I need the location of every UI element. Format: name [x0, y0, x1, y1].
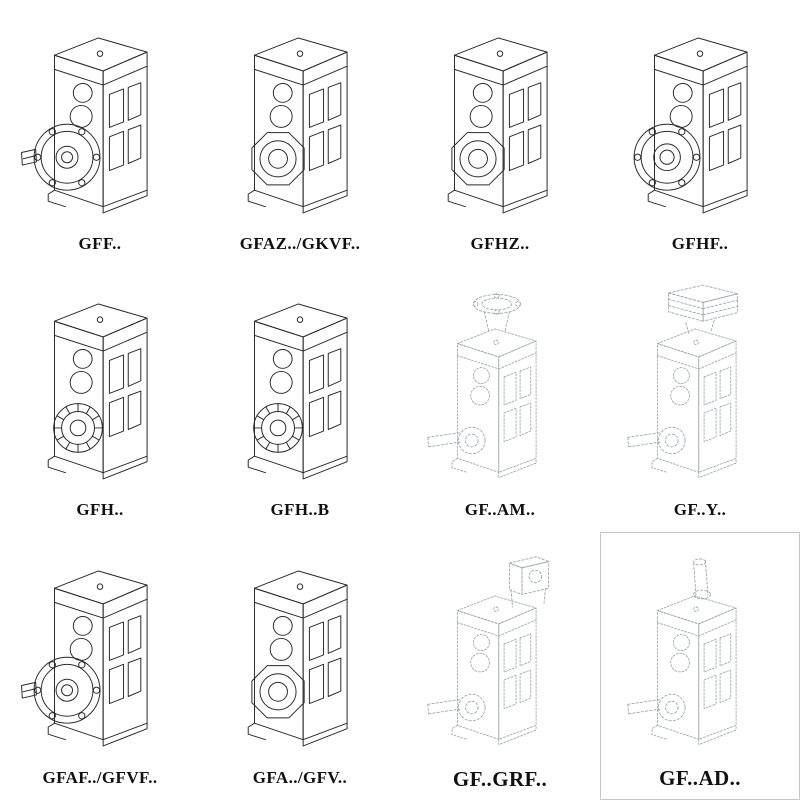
- model-label: GFHZ..: [470, 234, 530, 253]
- model-label: GFH..: [76, 500, 124, 519]
- gearbox-hollow-shaft-icon: [420, 16, 580, 220]
- gearbox-hollow-shaft-icon: [220, 16, 380, 220]
- catalog-cell-gf-y: GF..Y..: [600, 266, 800, 532]
- gearbox-input-shaft-icon: [620, 549, 780, 753]
- gearbox-drawing: [202, 536, 398, 765]
- gearbox-input-flange-icon: [420, 282, 580, 486]
- catalog-cell-gf-grf: GF..GRF..: [400, 532, 600, 800]
- catalog-cell-gfh-b: GFH..B: [200, 266, 400, 532]
- gearbox-drawing: [402, 536, 598, 765]
- gearbox-drawing: [602, 4, 798, 231]
- catalog-cell-gfa-gfv: GFA../GFV..: [200, 532, 400, 800]
- model-label: GFH..B: [270, 500, 330, 519]
- gearbox-drawing: [202, 4, 398, 231]
- model-label: GF..Y..: [673, 500, 727, 519]
- model-label: GFAZ../GKVF..: [239, 234, 361, 253]
- gearbox-foot-mounted-icon: [20, 282, 180, 486]
- gearbox-hollow-shaft-icon: [220, 549, 380, 753]
- gearbox-drawing: [2, 4, 198, 231]
- gearbox-motor-mounted-icon: [620, 282, 780, 486]
- gearbox-drawing: [2, 270, 198, 497]
- model-label: GFHF..: [671, 234, 729, 253]
- catalog-cell-gfhz: GFHZ..: [400, 0, 600, 266]
- gearbox-drawing: [202, 270, 398, 497]
- gearbox-drawing: [402, 270, 598, 497]
- catalog-cell-gfhf: GFHF..: [600, 0, 800, 266]
- model-label: GF..AM..: [464, 500, 536, 519]
- catalog-cell-gfaz-gkvf: GFAZ../GKVF..: [200, 0, 400, 266]
- catalog-cell-gf-ad: GF..AD..: [600, 532, 800, 800]
- model-label: GF..AD..: [659, 766, 741, 790]
- catalog-cell-gff: GFF..: [0, 0, 200, 266]
- gearbox-foot-mounted-icon: [220, 282, 380, 486]
- model-label: GFA../GFV..: [252, 768, 348, 787]
- gearbox-flange-shaft-icon: [20, 16, 180, 220]
- gearbox-flange-icon: [620, 16, 780, 220]
- catalog-cell-gfh: GFH..: [0, 266, 200, 532]
- gearbox-adapter-icon: [420, 549, 580, 753]
- catalog-cell-gf-am: GF..AM..: [400, 266, 600, 532]
- catalog-cell-gfaf-gfvf: GFAF../GFVF..: [0, 532, 200, 800]
- model-label: GF..GRF..: [452, 767, 548, 791]
- gearbox-drawing: [602, 270, 798, 497]
- gearbox-drawing: [402, 4, 598, 231]
- model-label: GFAF../GFVF..: [42, 768, 158, 787]
- gearbox-drawing: [2, 536, 198, 765]
- model-label: GFF..: [78, 234, 122, 253]
- gearbox-flange-shaft-icon: [20, 549, 180, 753]
- gearbox-drawing: [603, 537, 797, 764]
